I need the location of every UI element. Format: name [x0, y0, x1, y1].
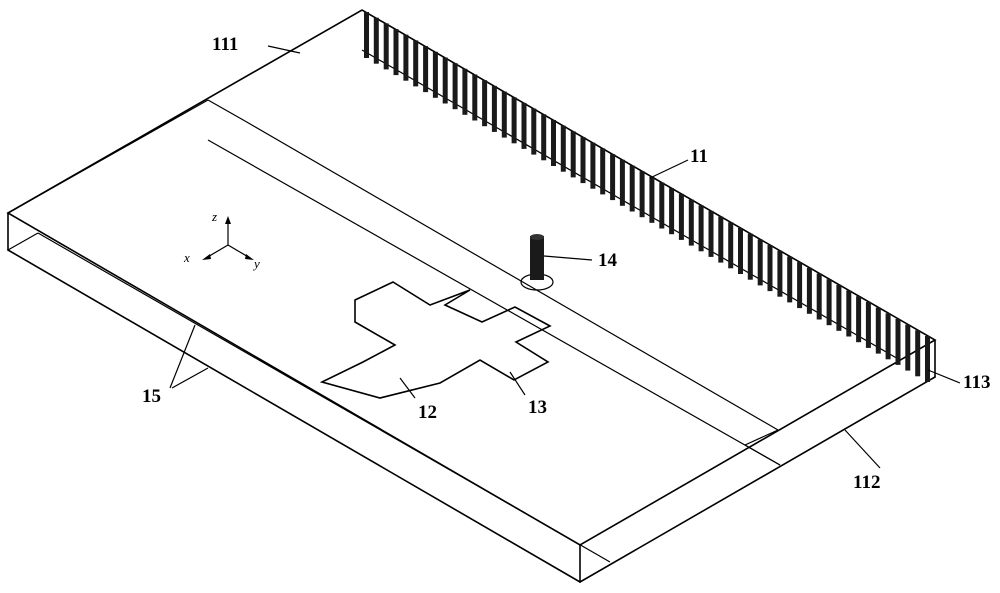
- via-post: [432, 51, 438, 98]
- cross-line-112-b: [744, 429, 779, 446]
- via-post: [600, 148, 606, 195]
- via-post: [491, 85, 497, 132]
- substrate-inner-line-left: [7, 232, 39, 251]
- via-post: [718, 216, 724, 263]
- via-post: [541, 114, 547, 161]
- substrate-bottom-right: [579, 376, 936, 583]
- strip-line-3: [244, 120, 779, 431]
- leader-112: [844, 429, 881, 469]
- via-post: [738, 228, 743, 274]
- via-post: [629, 165, 635, 212]
- via-post: [787, 256, 793, 303]
- axis-y-label: y: [252, 256, 260, 271]
- via-post: [659, 182, 665, 229]
- via-post: [452, 63, 458, 110]
- via-post: [413, 40, 419, 87]
- via-post: [905, 324, 911, 371]
- label-14: 14: [598, 250, 618, 271]
- via-post: [531, 108, 537, 155]
- via-post: [610, 154, 616, 201]
- strip-line-1: [37, 232, 611, 563]
- via-post: [501, 91, 507, 138]
- leader-113: [927, 369, 961, 384]
- label-15: 15: [142, 386, 161, 407]
- via-post: [895, 318, 901, 365]
- via-post: [865, 301, 871, 348]
- via-post: [580, 137, 586, 184]
- via-post: [836, 284, 842, 331]
- leader-15a: [169, 324, 196, 389]
- label-112: 112: [853, 472, 880, 493]
- via-post: [551, 120, 556, 166]
- via-post: [757, 239, 763, 286]
- via-post: [373, 17, 379, 64]
- via-post: [708, 210, 714, 257]
- via-post: [698, 205, 704, 252]
- via-post: [442, 57, 448, 104]
- coordinate-axes: z x y: [183, 209, 260, 271]
- via-post: [767, 245, 773, 292]
- via-post: [688, 199, 694, 246]
- feed-pin-top: [530, 234, 544, 240]
- label-13: 13: [528, 397, 547, 418]
- strip-line-2: [207, 139, 781, 466]
- via-array: [364, 12, 930, 382]
- via-post: [777, 250, 783, 297]
- via-post: [521, 102, 527, 149]
- label-113: 113: [963, 372, 990, 393]
- via-post: [393, 29, 399, 76]
- via-post: [875, 307, 881, 354]
- label-12: 12: [418, 402, 437, 423]
- via-post: [472, 74, 478, 121]
- via-post: [482, 80, 488, 127]
- via-post: [678, 193, 684, 240]
- via-post: [570, 131, 576, 178]
- via-post: [590, 142, 596, 189]
- via-post: [747, 233, 753, 280]
- substrate-bottom-left: [7, 249, 581, 583]
- via-post: [383, 23, 389, 70]
- via-post: [462, 68, 468, 115]
- via-post: [364, 12, 369, 58]
- via-post: [816, 273, 822, 320]
- via-post: [856, 296, 862, 343]
- cross-patch: [319, 281, 552, 399]
- leader-13: [509, 371, 526, 396]
- axis-x-label: x: [183, 250, 190, 265]
- label-11: 11: [690, 146, 708, 167]
- via-post: [885, 313, 891, 360]
- via-post: [423, 46, 429, 93]
- leader-111: [267, 45, 301, 54]
- leader-14: [543, 255, 593, 261]
- via-post: [797, 262, 803, 309]
- substrate-top-face: [6, 9, 937, 546]
- via-post: [915, 330, 921, 377]
- via-post: [826, 279, 832, 326]
- leader-15b: [171, 367, 209, 389]
- cross-line-112: [744, 444, 781, 466]
- via-post: [925, 336, 930, 382]
- via-post: [806, 267, 812, 314]
- via-post: [639, 171, 645, 218]
- via-post: [560, 125, 566, 172]
- via-post: [511, 97, 517, 144]
- cross-line-111-b: [7, 99, 209, 214]
- leader-11: [649, 159, 689, 179]
- via-post: [728, 222, 734, 269]
- feed-pin: [530, 236, 544, 280]
- axis-z-label: z: [211, 209, 217, 224]
- via-post: [669, 188, 675, 235]
- via-post: [846, 290, 852, 337]
- via-post: [619, 159, 625, 206]
- via-post: [403, 34, 409, 81]
- via-post: [649, 176, 655, 223]
- label-111: 111: [212, 34, 238, 55]
- leader-12: [399, 377, 416, 399]
- cross-line-111: [207, 99, 246, 122]
